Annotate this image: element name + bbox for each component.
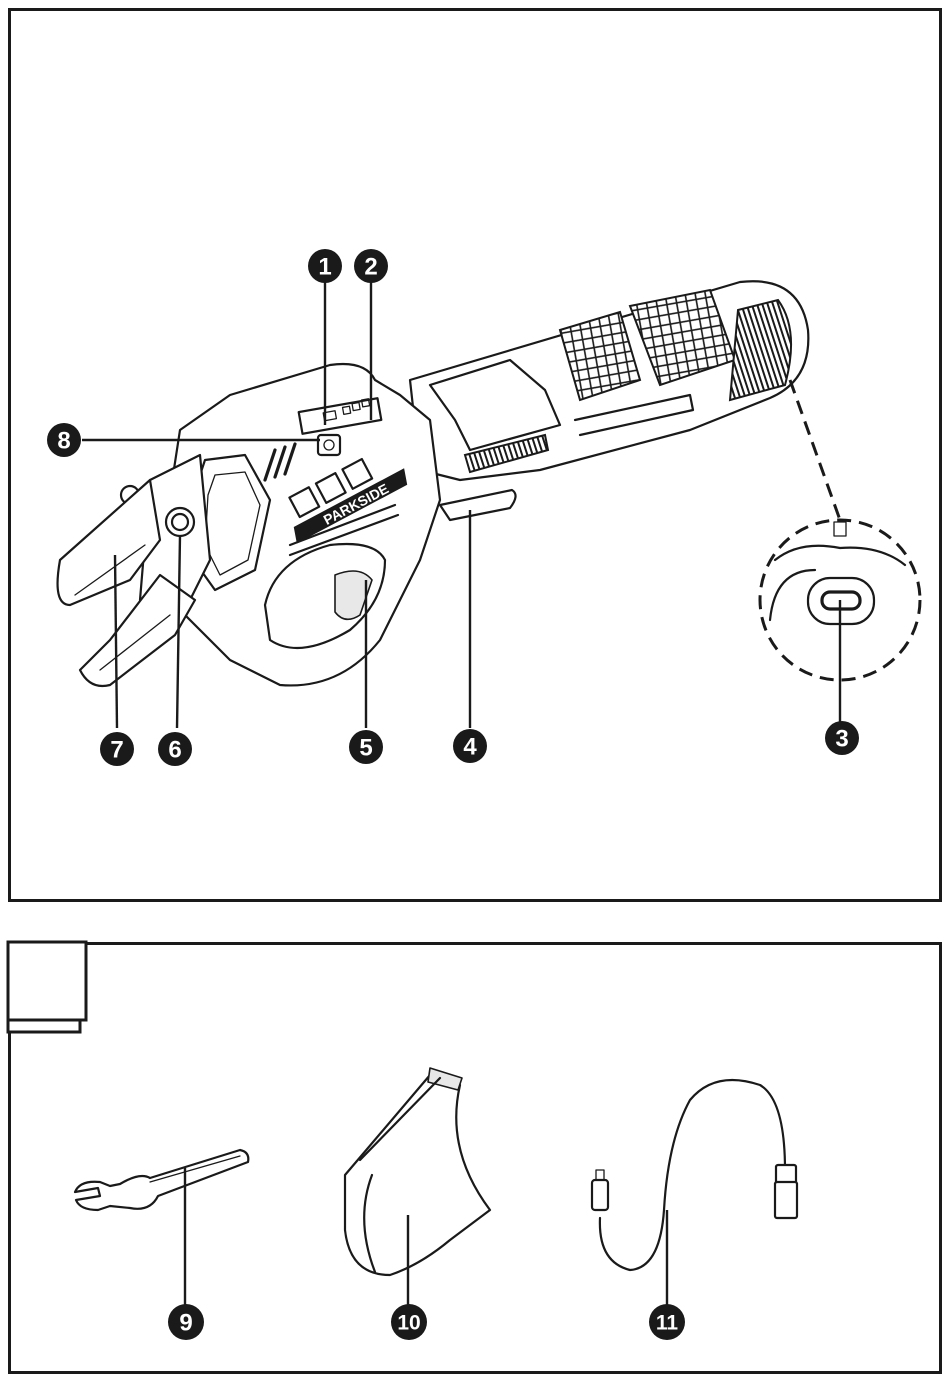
- callout-2-label: 2: [364, 254, 377, 281]
- power-button: [318, 435, 340, 455]
- blade-cover-drawing: [345, 1068, 490, 1275]
- callout-7: 7: [100, 732, 134, 766]
- wrench-drawing: [75, 1150, 248, 1210]
- callout-8-label: 8: [57, 428, 70, 455]
- pivot-bolt: [172, 514, 188, 530]
- pruning-shears-drawing: PARKSIDE: [58, 281, 809, 686]
- callout-10: 10: [391, 1304, 427, 1340]
- trigger: [440, 490, 516, 520]
- callout-11-label: 11: [656, 1312, 679, 1335]
- callout-3: 3: [825, 721, 859, 755]
- callout-2: 2: [354, 249, 388, 283]
- end-cap: [730, 300, 791, 400]
- usb-cable-drawing: [592, 1080, 797, 1270]
- wrench-body: [75, 1150, 248, 1210]
- callout-4: 4: [453, 729, 487, 763]
- usb-a-plug: [775, 1182, 797, 1218]
- detail-marker: [834, 522, 846, 536]
- usb-c-plug: [592, 1180, 608, 1210]
- callout-6-label: 6: [168, 737, 181, 764]
- callout-8: 8: [47, 423, 81, 457]
- cable-wire: [600, 1080, 785, 1270]
- callout-5: 5: [349, 730, 383, 764]
- callout-3-label: 3: [835, 726, 848, 753]
- callout-1-label: 1: [318, 254, 331, 281]
- callout-6: 6: [158, 732, 192, 766]
- detail-housing-edge: [775, 546, 905, 565]
- callout-5-label: 5: [359, 735, 372, 762]
- callout-9: 9: [168, 1304, 204, 1340]
- callout-9-label: 9: [179, 1310, 192, 1337]
- callout-7-label: 7: [110, 737, 123, 764]
- usb-c-tip: [596, 1170, 604, 1180]
- callout-11: 11: [649, 1304, 685, 1340]
- detail-connector-line: [790, 380, 840, 520]
- callout-1: 1: [308, 249, 342, 283]
- callout-10-label: 10: [397, 1312, 420, 1335]
- callout-4-label: 4: [463, 734, 477, 761]
